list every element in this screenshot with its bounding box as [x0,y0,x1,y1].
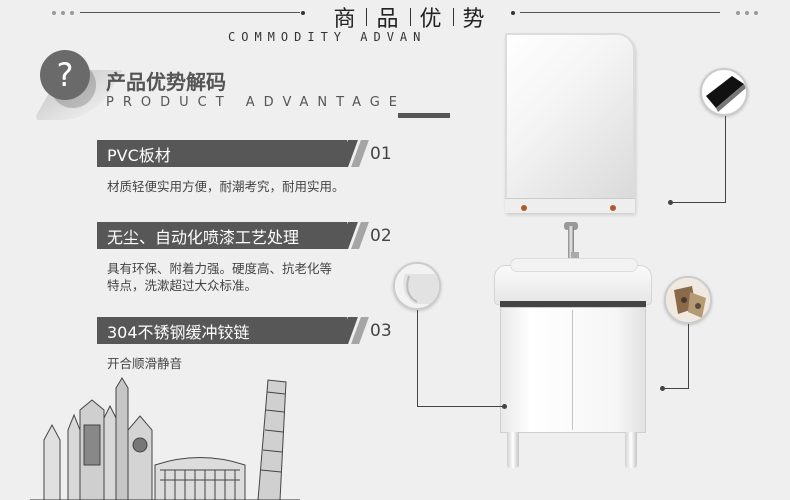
advantage-subtitle: PRODUCT ADVANTAGE [106,95,407,110]
callout-line-edge-vertical [725,116,726,202]
header-dots-left [52,11,74,15]
feature-2-description: 具有环保、附着力强。硬度高、抗老化等 特点，洗漱超过大众标准。 [107,260,332,294]
feature-1-description: 材质轻便实用方便，耐潮考究，耐用实用。 [107,179,345,194]
callout-line-hinge-horizontal [664,388,689,389]
feature-2-number: 02 [370,226,392,246]
header-dots-right [736,11,758,15]
landmarks-sketch [30,377,300,500]
feature-2-label: 无尘、自动化喷漆工艺处理 [97,222,347,249]
callout-dot-hinge [660,386,665,391]
feature-2-description-line-2: 特点，洗漱超过大众标准。 [107,278,258,293]
feature-2-description-line-1: 具有环保、附着力强。硬度高、抗老化等 [107,261,333,276]
mirror-screw-right [610,205,616,211]
callout-dot-basin [502,404,507,409]
cabinet-door-split [572,310,573,430]
header-dot-right-start [511,11,515,15]
faucet-stem [568,226,574,262]
callout-line-edge-horizontal [672,202,726,203]
callout-line-hinge-vertical [688,324,689,388]
header-subtitle: COMMODITY ADVAN [228,30,427,44]
feature-3-description: 开合顺滑静音 [107,356,183,371]
advantage-underline [398,113,450,118]
header-title-separator [452,8,454,26]
header-title-char-2: 品 [376,7,401,32]
mirror-ledge [505,198,635,213]
header-title: 商 品 优 势 [310,2,510,32]
cabinet-leg-left [507,432,519,468]
advantage-title: 产品优势解码 [106,70,226,94]
feature-1-number: 01 [370,144,392,164]
header-title-separator [366,8,368,26]
mirror-icon [505,33,635,213]
feature-1-label: PVC板材 [97,140,347,167]
cabinet-body [500,307,646,433]
feature-3-number: 03 [370,321,392,341]
feature-1-bar: PVC板材 [97,140,369,167]
header-dot-left-end [301,11,305,15]
header-title-char-3: 优 [419,7,444,32]
edge-detail-icon [700,68,748,116]
cabinet-basin [510,258,638,272]
header-line-right [520,12,720,13]
hinge-icon [664,276,712,324]
faucet-spout [571,252,579,262]
callout-line-basin-vertical [417,310,418,406]
callout-line-basin-horizontal [417,406,505,407]
feature-3-bar: 304不锈钢缓冲铰链 [97,317,369,344]
question-mark-icon: ? [40,50,90,100]
edge-detail-graphic [706,76,746,112]
mirror-screw-left [521,205,527,211]
question-glyph: ? [56,56,74,94]
basin-detail-graphic [395,264,439,308]
cabinet-band [500,301,646,307]
basin-detail-icon [393,262,441,310]
header-line-left [80,12,300,13]
feature-3-label: 304不锈钢缓冲铰链 [97,317,347,344]
hinge-graphic [666,278,710,322]
cabinet-leg-right [625,432,637,468]
callout-dot-edge [668,200,673,205]
header-title-char-4: 势 [462,7,487,32]
header-title-char-1: 商 [333,7,358,32]
feature-2-bar: 无尘、自动化喷漆工艺处理 [97,222,369,249]
header-title-separator [409,8,411,26]
